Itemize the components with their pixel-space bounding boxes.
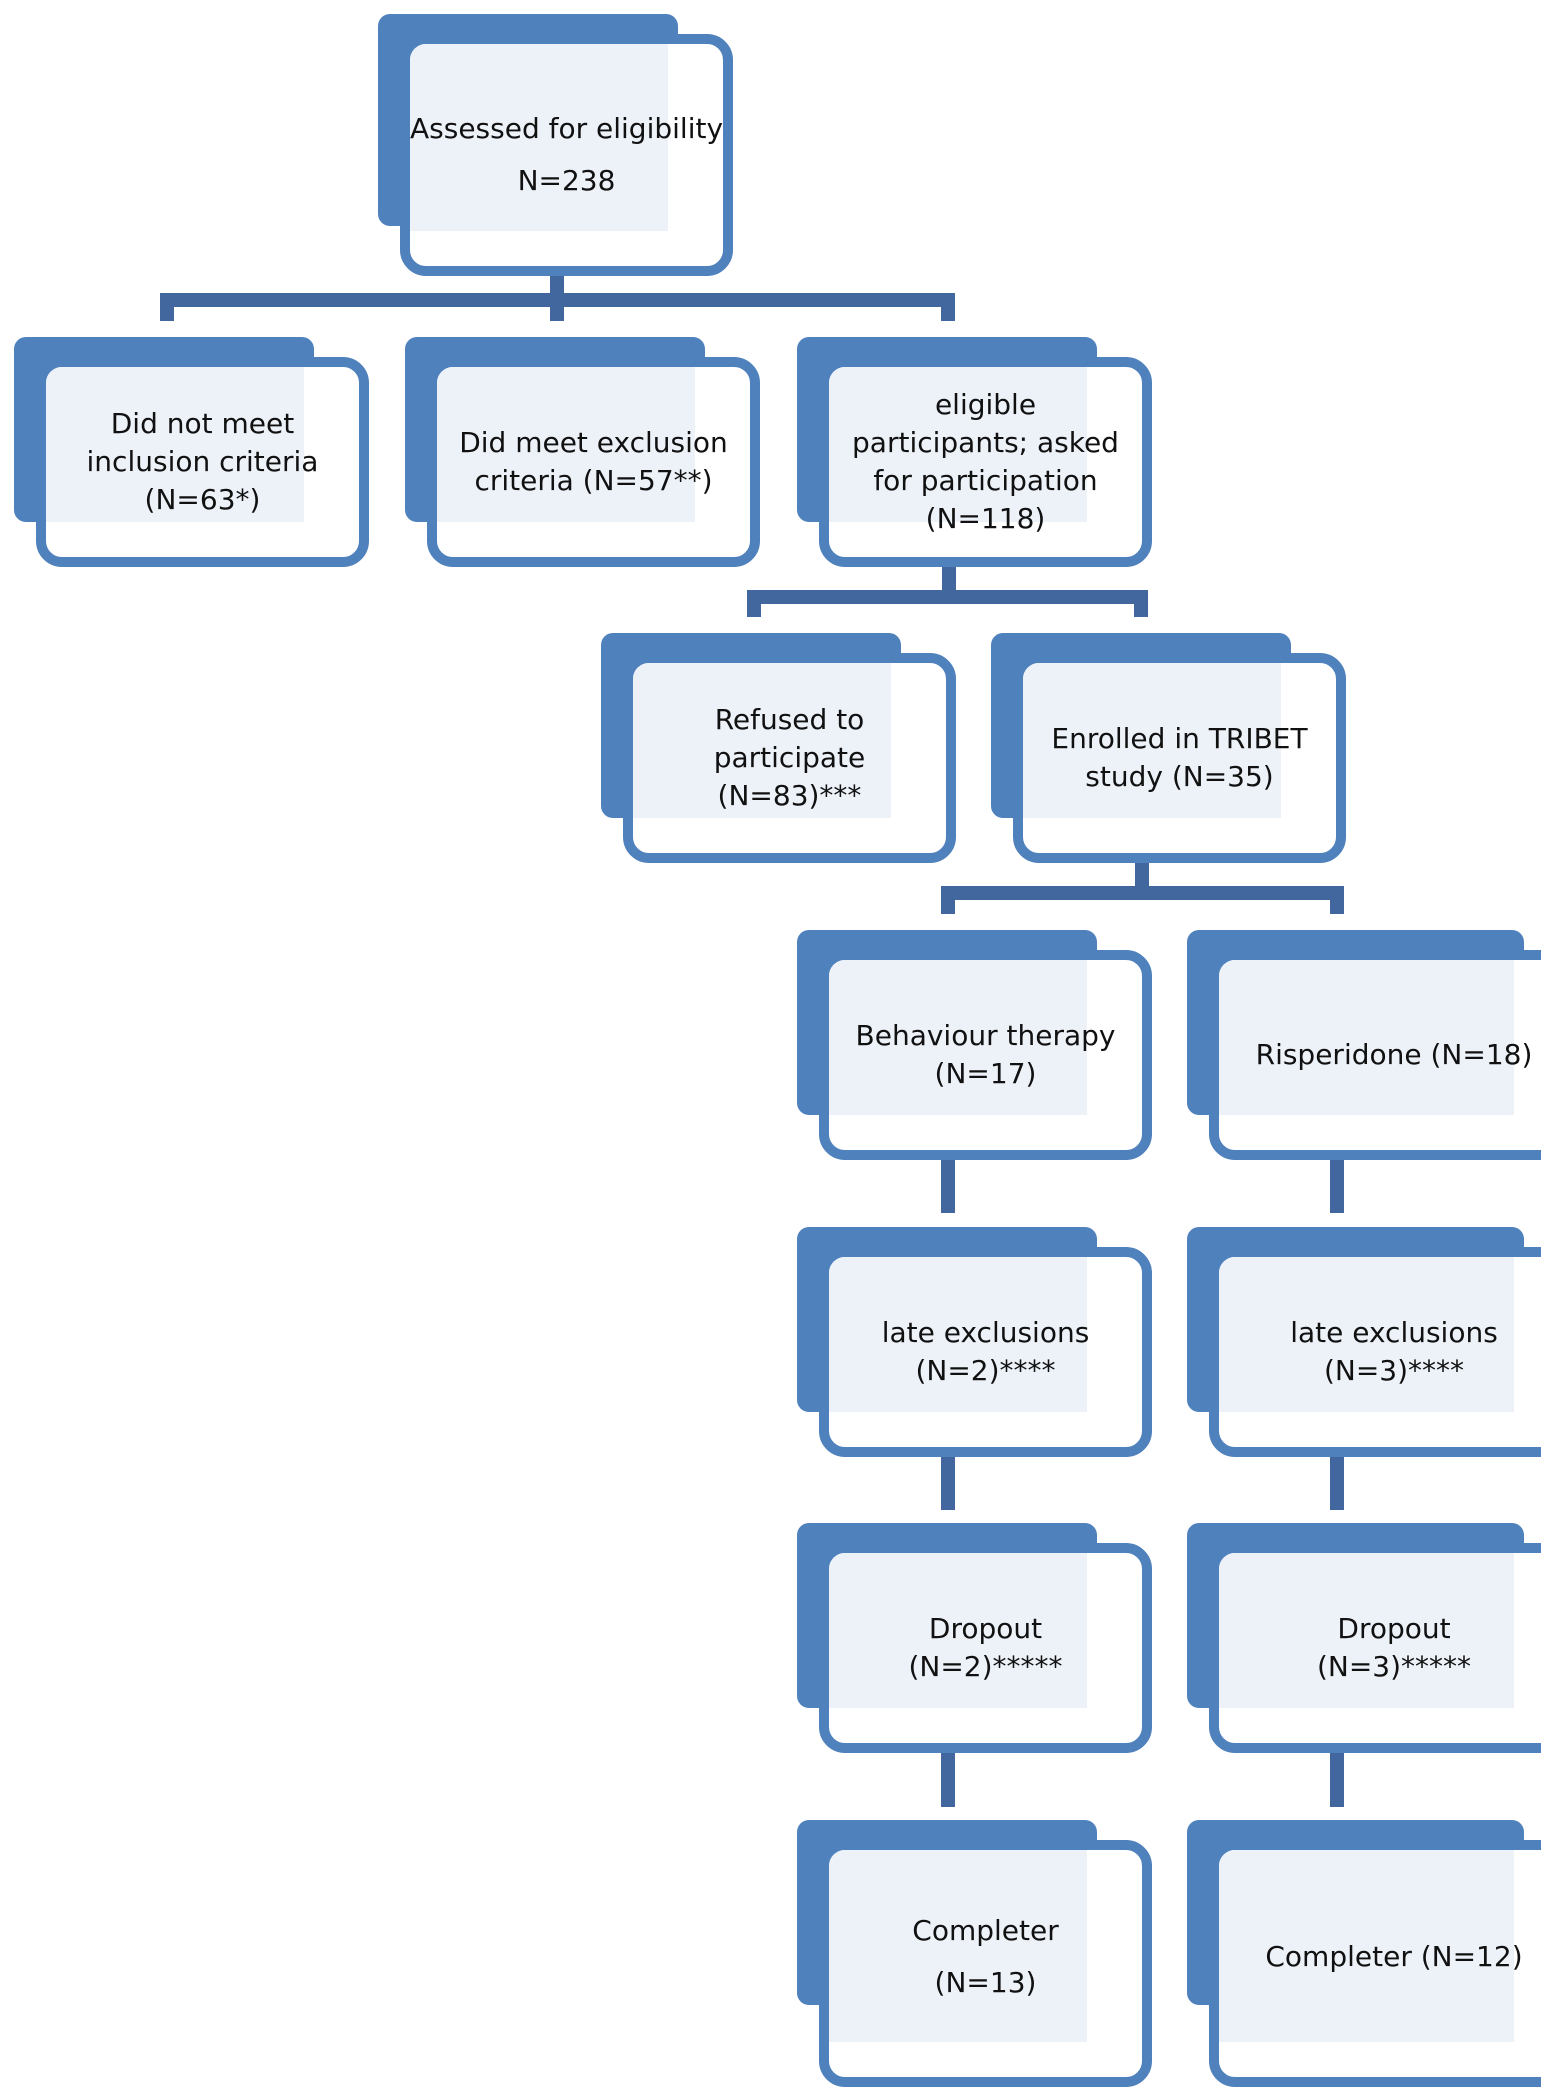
node-assessed-line-2: N=238 bbox=[517, 164, 616, 197]
connector-level2-bar bbox=[747, 590, 1148, 604]
node-enrolled-line-2: study (N=35) bbox=[1085, 760, 1274, 793]
connector-level1-drop-middle bbox=[550, 293, 564, 321]
node-refused-line-3: (N=83)*** bbox=[717, 779, 862, 812]
node-inclusion-line-2: inclusion criteria bbox=[86, 445, 319, 478]
node-assessed: Assessed for eligibility N=238 bbox=[378, 14, 733, 276]
node-risp-dropout-line-1: Dropout bbox=[1337, 1612, 1451, 1645]
node-eligible: eligible participants; asked for partici… bbox=[797, 337, 1152, 567]
node-bt-line-1: Behaviour therapy bbox=[855, 1019, 1116, 1052]
node-exclusion-line-1: Did meet exclusion bbox=[459, 426, 728, 459]
connector-level3-drop-left bbox=[941, 886, 955, 914]
node-bt-late-line-2: (N=2)**** bbox=[915, 1354, 1056, 1387]
node-behaviour-therapy: Behaviour therapy (N=17) bbox=[797, 930, 1152, 1160]
node-refused-line-1: Refused to bbox=[714, 703, 865, 736]
node-inclusion-line-3: (N=63*) bbox=[144, 483, 261, 516]
connector-level2-drop-left bbox=[747, 590, 761, 617]
node-bt-line-2: (N=17) bbox=[934, 1057, 1037, 1090]
node-enrolled-line-1: Enrolled in TRIBET bbox=[1051, 722, 1308, 755]
node-risp-late-line-2: (N=3)**** bbox=[1323, 1354, 1465, 1387]
node-eligible-line-3: for participation bbox=[873, 464, 1098, 497]
node-bt-complete-line-2: (N=13) bbox=[934, 1965, 1037, 1999]
node-bt-dropout-line-2: (N=2)***** bbox=[908, 1650, 1063, 1683]
node-enrolled: Enrolled in TRIBET study (N=35) bbox=[991, 633, 1346, 863]
node-bt-dropout: Dropout (N=2)***** bbox=[797, 1523, 1152, 1753]
node-assessed-line-1: Assessed for eligibility bbox=[409, 112, 724, 145]
node-exclusion: Did meet exclusion criteria (N=57**) bbox=[405, 337, 760, 567]
connector-level2-drop-right bbox=[1134, 590, 1148, 617]
node-risp-complete-line-1: Completer (N=12) bbox=[1265, 1939, 1523, 1973]
node-bt-dropout-line-1: Dropout bbox=[928, 1612, 1043, 1645]
node-risp-completer: Completer (N=12) bbox=[1187, 1820, 1541, 2087]
node-eligible-line-2: participants; asked bbox=[852, 426, 1119, 459]
node-inclusion: Did not meet inclusion criteria (N=63*) bbox=[14, 337, 369, 567]
connector-level1-drop-right bbox=[941, 293, 955, 321]
node-risp-line-1: Risperidone (N=18) bbox=[1255, 1038, 1533, 1071]
node-refused: Refused to participate (N=83)*** bbox=[601, 633, 956, 863]
node-risp-late-exclusions: late exclusions (N=3)**** bbox=[1187, 1227, 1541, 1457]
connector-level3-drop-right bbox=[1330, 886, 1344, 914]
node-bt-complete-line-1: Completer bbox=[912, 1913, 1059, 1947]
node-inclusion-line-1: Did not meet bbox=[110, 407, 295, 440]
node-exclusion-line-2: criteria (N=57**) bbox=[474, 464, 713, 497]
connector-level1-drop-left bbox=[160, 293, 174, 321]
node-bt-late-line-1: late exclusions bbox=[881, 1316, 1090, 1349]
connector-level3-bar bbox=[941, 886, 1344, 900]
node-risp-late-line-1: late exclusions bbox=[1290, 1316, 1498, 1349]
node-eligible-line-1: eligible bbox=[934, 388, 1037, 421]
node-risp-dropout: Dropout (N=3)***** bbox=[1187, 1523, 1541, 1753]
node-bt-completer: Completer (N=13) bbox=[797, 1820, 1152, 2087]
node-refused-line-2: participate bbox=[713, 741, 866, 774]
node-risperidone: Risperidone (N=18) bbox=[1187, 930, 1541, 1160]
node-bt-late-exclusions: late exclusions (N=2)**** bbox=[797, 1227, 1152, 1457]
node-eligible-line-4: (N=118) bbox=[925, 502, 1046, 535]
node-risp-dropout-line-2: (N=3)***** bbox=[1316, 1650, 1472, 1683]
